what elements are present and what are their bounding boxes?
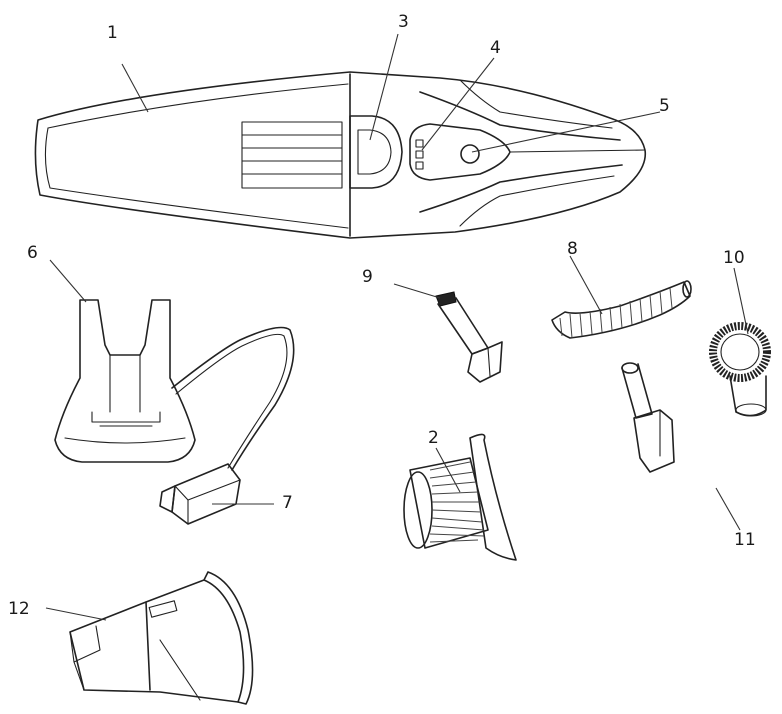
dust-container bbox=[69, 571, 254, 705]
callout-1: 1 bbox=[107, 23, 118, 43]
crevice-nozzle bbox=[435, 291, 503, 383]
callout-6: 6 bbox=[27, 243, 38, 263]
callout-11: 11 bbox=[734, 530, 756, 550]
callout-9: 9 bbox=[362, 267, 373, 287]
round-brush bbox=[709, 322, 771, 417]
callout-labels: 1 3 4 5 6 7 8 9 10 2 11 12 bbox=[8, 12, 756, 619]
callout-8: 8 bbox=[567, 239, 578, 259]
callout-3: 3 bbox=[398, 12, 409, 32]
vacuum-body bbox=[34, 71, 647, 239]
extension-hose bbox=[551, 280, 692, 339]
callout-5: 5 bbox=[659, 96, 670, 116]
callout-7: 7 bbox=[282, 493, 293, 513]
callout-4: 4 bbox=[490, 38, 501, 58]
callout-2: 2 bbox=[428, 428, 439, 448]
charger-adapter bbox=[159, 463, 241, 525]
filter bbox=[403, 433, 517, 561]
leader-lines bbox=[45, 33, 749, 621]
upholstery-nozzle bbox=[621, 362, 675, 473]
callout-10: 10 bbox=[723, 248, 745, 268]
callout-12: 12 bbox=[8, 599, 30, 619]
charging-base bbox=[54, 299, 295, 471]
